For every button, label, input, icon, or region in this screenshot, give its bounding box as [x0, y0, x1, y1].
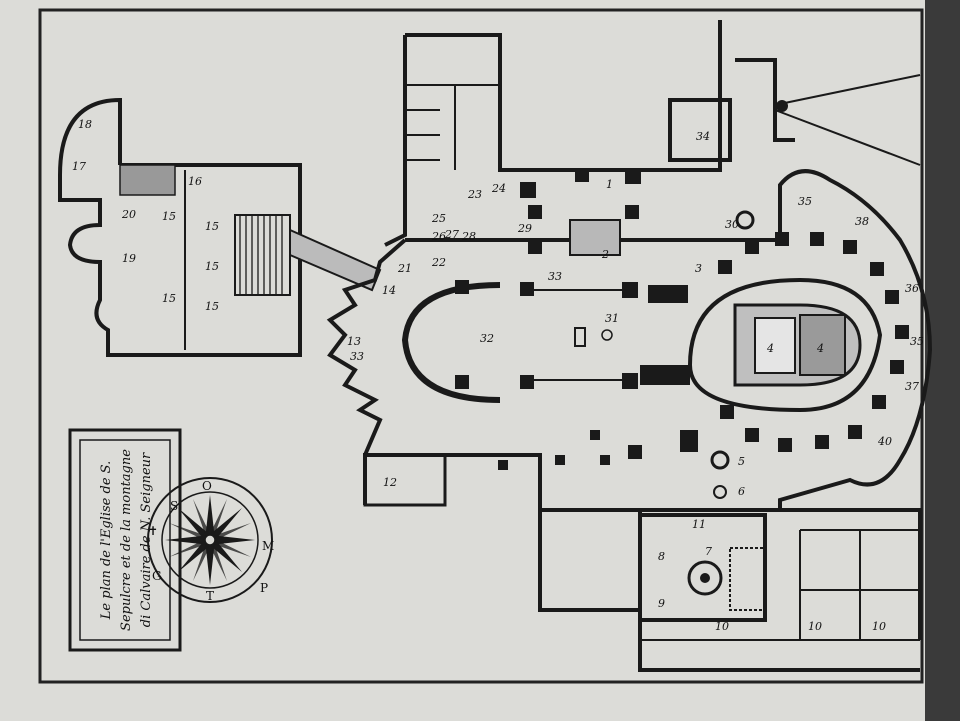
label-30: 30 [725, 218, 739, 231]
label-3: 3 [695, 262, 702, 275]
label-14: 14 [382, 284, 396, 297]
label-35a: 35 [798, 195, 812, 208]
compass-star-icon [165, 495, 255, 585]
label-18: 18 [78, 118, 92, 131]
basilica-walls [326, 169, 933, 512]
label-10c: 10 [872, 620, 886, 633]
compass-letter-o: O [202, 479, 212, 493]
plan-labels: 1 2 3 4 4 5 6 7 8 9 10 10 10 11 12 13 14… [72, 118, 924, 633]
north-annex [58, 97, 382, 357]
label-23: 23 [467, 188, 482, 201]
label-25: 25 [431, 212, 446, 225]
label-40: 40 [877, 435, 892, 448]
label-15c: 15 [205, 220, 219, 233]
label-32: 32 [480, 332, 494, 345]
label-4a: 4 [766, 342, 774, 355]
compass-letter-g: G [152, 569, 162, 583]
label-8: 8 [658, 550, 665, 563]
compass-cross-icon: ✝ [148, 524, 158, 538]
compass-letter-s: S [170, 499, 178, 513]
label-15d: 15 [205, 300, 219, 313]
label-31: 31 [605, 312, 619, 325]
label-5: 5 [738, 455, 745, 468]
label-35b: 35 [910, 335, 924, 348]
corridor-12 [363, 453, 447, 507]
label-4b: 4 [816, 342, 824, 355]
label-13: 13 [347, 335, 361, 348]
label-33a: 33 [548, 270, 562, 283]
label-22: 22 [431, 256, 446, 269]
label-29: 29 [517, 222, 532, 235]
label-36: 36 [905, 282, 919, 295]
rotunda-piers [718, 232, 909, 452]
label-15a: 15 [162, 210, 176, 223]
label-16: 16 [188, 175, 202, 188]
label-12: 12 [383, 476, 397, 489]
label-10b: 10 [808, 620, 822, 633]
label-2: 2 [601, 248, 609, 261]
label-21: 21 [397, 262, 412, 275]
compass-letter-p: P [260, 581, 268, 595]
label-27: 27 [444, 228, 459, 241]
label-28: 28 [461, 230, 476, 243]
compass-letter-m: M [262, 539, 274, 553]
west-buildings [384, 20, 921, 247]
edicule [733, 303, 862, 387]
label-20: 20 [121, 208, 136, 221]
label-7: 7 [705, 545, 712, 558]
label-11: 11 [692, 518, 706, 531]
plan-border [38, 8, 924, 684]
label-38: 38 [855, 215, 869, 228]
label-15e: 15 [205, 260, 219, 273]
south-buildings [538, 508, 922, 672]
label-9: 9 [658, 597, 665, 610]
label-37: 37 [905, 380, 919, 393]
label-33b: 33 [350, 350, 364, 363]
label-17: 17 [72, 160, 86, 173]
label-15b: 15 [162, 292, 176, 305]
label-34: 34 [696, 130, 710, 143]
cartouche-line-1: Le plan de l'Eglise de S. [99, 461, 114, 620]
stair [119, 164, 382, 296]
label-24: 24 [491, 182, 506, 195]
compass-rose: O P M T G S ✝ [147, 477, 274, 603]
label-10a: 10 [715, 620, 729, 633]
cartouche-line-3: di Calvaire de N. Seigneur [139, 452, 154, 627]
compass-letter-t: T [206, 589, 214, 603]
label-26: 26 [431, 230, 446, 243]
nave-piers [455, 168, 755, 499]
label-1: 1 [606, 178, 613, 191]
label-6: 6 [738, 485, 745, 498]
label-19: 19 [122, 252, 136, 265]
cartouche-line-2: Sepulcre et de la montagne [119, 449, 134, 631]
